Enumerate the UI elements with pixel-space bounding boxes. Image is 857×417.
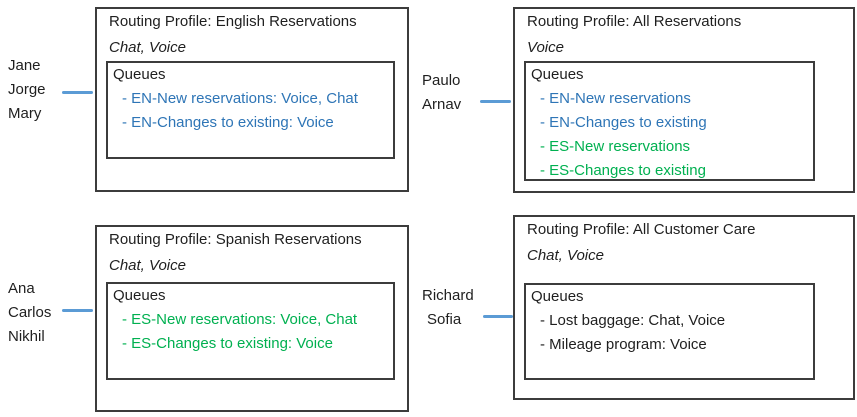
agent-list-customer-care: Richard Sofia	[422, 284, 474, 332]
routing-profile-box-customer-care: Routing Profile: All Customer Care Chat,…	[513, 215, 855, 400]
queues-label: Queues	[531, 288, 584, 305]
queues-box: Queues - EN-New reservations: Voice, Cha…	[106, 61, 395, 159]
queue-item: - Lost baggage: Chat, Voice	[540, 312, 726, 329]
queue-item: - ES-New reservations	[540, 138, 691, 155]
connector-line	[483, 315, 513, 318]
profile-channels: Chat, Voice	[109, 39, 186, 56]
agent-list-spanish: Ana Carlos Nikhil	[8, 277, 51, 349]
agent-list-all-reservations: Paulo Arnav	[422, 69, 461, 117]
queue-item: - Mileage program: Voice	[540, 336, 707, 353]
profile-channels: Chat, Voice	[527, 247, 604, 264]
agent-name: Mary	[8, 105, 42, 122]
queues-label: Queues	[113, 66, 166, 83]
profile-title: Routing Profile: All Reservations	[527, 13, 742, 30]
profile-title: Routing Profile: All Customer Care	[527, 221, 756, 238]
agent-name: Nikhil	[8, 328, 45, 345]
routing-profile-box-spanish: Routing Profile: Spanish Reservations Ch…	[95, 225, 409, 412]
profile-title: Routing Profile: English Reservations	[109, 13, 357, 30]
queues-box: Queues - Lost baggage: Chat, Voice - Mil…	[524, 283, 815, 380]
queues-box: Queues - EN-New reservations - EN-Change…	[524, 61, 815, 181]
agent-name: Carlos	[8, 304, 52, 321]
agent-name: Ana	[8, 280, 35, 297]
queue-item: - EN-New reservations	[540, 90, 691, 107]
queue-item: - ES-New reservations: Voice, Chat	[122, 311, 358, 328]
queue-item: - ES-Changes to existing	[540, 162, 706, 179]
queue-item: - ES-Changes to existing: Voice	[122, 335, 333, 352]
connector-line	[62, 91, 93, 94]
agent-list-english: Jane Jorge Mary	[8, 54, 46, 126]
connector-line	[62, 309, 93, 312]
agent-name: Sofia	[427, 311, 462, 328]
agent-name: Arnav	[422, 96, 462, 113]
profile-title: Routing Profile: Spanish Reservations	[109, 231, 362, 248]
agent-name: Paulo	[422, 72, 461, 89]
agent-name: Jorge	[8, 81, 46, 98]
connector-line	[480, 100, 511, 103]
profile-channels: Chat, Voice	[109, 257, 186, 274]
routing-profile-box-all-reservations: Routing Profile: All Reservations Voice …	[513, 7, 855, 193]
routing-profile-box-english: Routing Profile: English Reservations Ch…	[95, 7, 409, 192]
agent-name: Richard	[422, 287, 474, 304]
queue-item: - EN-Changes to existing: Voice	[122, 114, 334, 131]
queue-item: - EN-Changes to existing	[540, 114, 707, 131]
queues-box: Queues - ES-New reservations: Voice, Cha…	[106, 282, 395, 380]
agent-name: Jane	[8, 57, 41, 74]
queues-label: Queues	[113, 287, 166, 304]
queue-item: - EN-New reservations: Voice, Chat	[122, 90, 358, 107]
profile-channels: Voice	[527, 39, 564, 56]
queues-label: Queues	[531, 66, 584, 83]
